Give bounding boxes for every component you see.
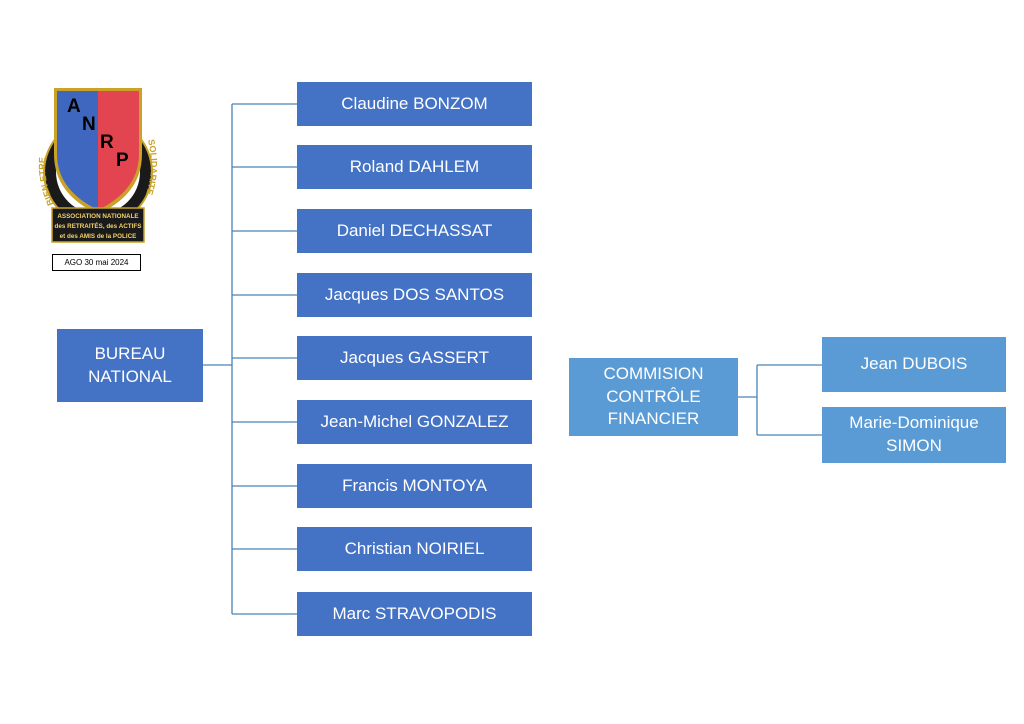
plaque-line-1: ASSOCIATION NATIONALE xyxy=(57,213,138,220)
member-box: Daniel DECHASSAT xyxy=(297,209,532,253)
member-box: Christian NOIRIEL xyxy=(297,527,532,571)
bureau-national-box: BUREAU NATIONAL xyxy=(57,329,203,402)
commission-box: COMMISION CONTRÔLE FINANCIER xyxy=(569,358,738,436)
member-box: Marc STRAVOPODIS xyxy=(297,592,532,636)
plaque-line-3: et des AMIS de la POLICE xyxy=(60,233,137,240)
date-caption: AGO 30 mai 2024 xyxy=(52,254,141,271)
logo-plaque xyxy=(51,207,145,243)
member-box: Roland DAHLEM xyxy=(297,145,532,189)
member-box: Jacques GASSERT xyxy=(297,336,532,380)
logo-letter-p: P xyxy=(116,150,129,171)
logo-letter-r: R xyxy=(100,132,114,153)
member-box: Jean-Michel GONZALEZ xyxy=(297,400,532,444)
commission-member-box: Jean DUBOIS xyxy=(822,337,1006,392)
logo-letter-n: N xyxy=(82,114,96,135)
logo-letter-a: A xyxy=(67,96,81,117)
anrp-logo: A N R P BIEN ETRE SOLIDARITE ASSOCIATION… xyxy=(37,88,159,243)
shield-right-red xyxy=(98,91,139,210)
member-box: Claudine BONZOM xyxy=(297,82,532,126)
member-box: Francis MONTOYA xyxy=(297,464,532,508)
plaque-line-2: des RETRAITÉS, des ACTIFS xyxy=(55,221,142,230)
commission-member-box: Marie-Dominique SIMON xyxy=(822,407,1006,463)
shield-left-blue xyxy=(57,91,98,210)
member-box: Jacques DOS SANTOS xyxy=(297,273,532,317)
